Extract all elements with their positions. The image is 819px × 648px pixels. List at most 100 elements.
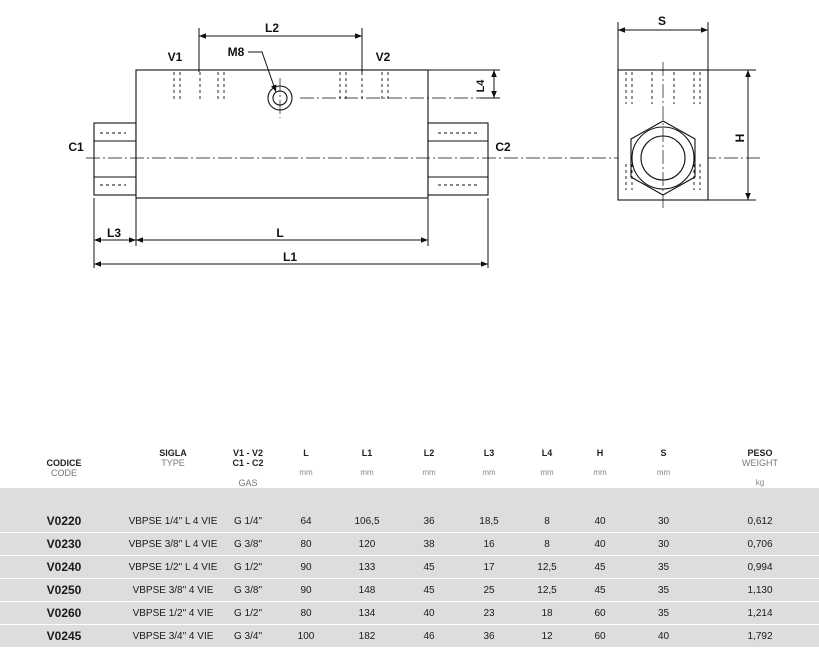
cell-h: 45 xyxy=(574,555,626,579)
cell-l3: 36 xyxy=(458,624,520,648)
label-l3: L3 xyxy=(107,226,121,240)
cell-l3: 17 xyxy=(458,555,520,579)
cell-l2: 38 xyxy=(400,532,458,556)
end-view xyxy=(617,62,709,210)
col-s: S mm xyxy=(656,448,671,477)
cell-l2: 45 xyxy=(400,555,458,579)
cell-h: 60 xyxy=(574,624,626,648)
cell-type: VBPSE 3/8" L 4 VIE xyxy=(128,532,218,556)
cell-l: 64 xyxy=(278,510,334,533)
label-m8: M8 xyxy=(228,45,245,59)
label-l1: L1 xyxy=(283,250,297,264)
cell-s: 40 xyxy=(626,624,701,648)
col-l2: L2 mm xyxy=(422,448,436,477)
cell-code: V0220 xyxy=(0,510,128,533)
hidden-ports xyxy=(173,72,389,102)
cell-l3: 18,5 xyxy=(458,510,520,533)
cell-weight: 0,994 xyxy=(701,555,819,579)
cell-l4: 8 xyxy=(520,510,574,533)
cell-s: 30 xyxy=(626,532,701,556)
cell-l: 90 xyxy=(278,578,334,602)
label-s: S xyxy=(658,14,666,28)
cell-l3: 25 xyxy=(458,578,520,602)
cell-l1: 120 xyxy=(334,532,400,556)
cell-s: 35 xyxy=(626,578,701,602)
technical-drawing: L2 V1 V2 M8 L4 C1 C2 L3 L L1 S H xyxy=(68,14,760,268)
right-fitting xyxy=(427,122,489,196)
cell-l: 100 xyxy=(278,624,334,648)
cell-l4: 12 xyxy=(520,624,574,648)
col-h: H mm xyxy=(593,448,607,477)
cell-type: VBPSE 1/2" 4 VIE xyxy=(128,601,218,625)
cell-h: 60 xyxy=(574,601,626,625)
label-l4: L4 xyxy=(475,79,487,93)
cell-weight: 1,130 xyxy=(701,578,819,602)
label-v2: V2 xyxy=(376,50,391,64)
cell-gas: G 1/2" xyxy=(218,601,278,625)
col-l4: L4 mm xyxy=(540,448,554,477)
cell-code: V0260 xyxy=(0,601,128,625)
cell-l1: 148 xyxy=(334,578,400,602)
cell-gas: G 1/4" xyxy=(218,510,278,533)
cell-weight: 0,612 xyxy=(701,510,819,533)
col-l: L mm xyxy=(299,448,313,477)
cell-l3: 23 xyxy=(458,601,520,625)
label-h: H xyxy=(733,134,747,143)
cell-s: 35 xyxy=(626,555,701,579)
cell-s: 35 xyxy=(626,601,701,625)
cell-l2: 46 xyxy=(400,624,458,648)
cell-code: V0230 xyxy=(0,532,128,556)
left-fitting xyxy=(93,122,137,196)
col-l3: L3 mm xyxy=(482,448,496,477)
cell-gas: G 3/8" xyxy=(218,532,278,556)
dim-l4 xyxy=(428,69,500,99)
cell-gas: G 3/8" xyxy=(218,578,278,602)
cell-type: VBPSE 1/2" L 4 VIE xyxy=(128,555,218,579)
label-c2: C2 xyxy=(495,140,511,154)
cell-l2: 45 xyxy=(400,578,458,602)
cell-weight: 0,706 xyxy=(701,532,819,556)
dim-bottom xyxy=(93,198,489,268)
cell-l1: 134 xyxy=(334,601,400,625)
cell-l1: 106,5 xyxy=(334,510,400,533)
label-l2: L2 xyxy=(265,21,279,35)
label-v1: V1 xyxy=(168,50,183,64)
cell-weight: 1,214 xyxy=(701,601,819,625)
cell-l: 80 xyxy=(278,601,334,625)
cell-type: VBPSE 1/4" L 4 VIE xyxy=(128,510,218,533)
cell-h: 45 xyxy=(574,578,626,602)
cell-type: VBPSE 3/4" 4 VIE xyxy=(128,624,218,648)
cell-l4: 18 xyxy=(520,601,574,625)
cell-l2: 40 xyxy=(400,601,458,625)
cell-l4: 12,5 xyxy=(520,578,574,602)
cell-code: V0240 xyxy=(0,555,128,579)
cell-l2: 36 xyxy=(400,510,458,533)
dim-l2 xyxy=(198,28,363,72)
cell-l4: 12,5 xyxy=(520,555,574,579)
cell-l4: 8 xyxy=(520,532,574,556)
cell-h: 40 xyxy=(574,510,626,533)
cell-s: 30 xyxy=(626,510,701,533)
cell-l3: 16 xyxy=(458,532,520,556)
label-l: L xyxy=(276,226,283,240)
dim-s xyxy=(617,22,709,70)
dim-h xyxy=(708,69,756,201)
cell-l: 80 xyxy=(278,532,334,556)
cell-weight: 1,792 xyxy=(701,624,819,648)
cell-l1: 133 xyxy=(334,555,400,579)
label-c1: C1 xyxy=(68,140,84,154)
cell-type: VBPSE 3/8" 4 VIE xyxy=(128,578,218,602)
cell-h: 40 xyxy=(574,532,626,556)
cell-l1: 182 xyxy=(334,624,400,648)
